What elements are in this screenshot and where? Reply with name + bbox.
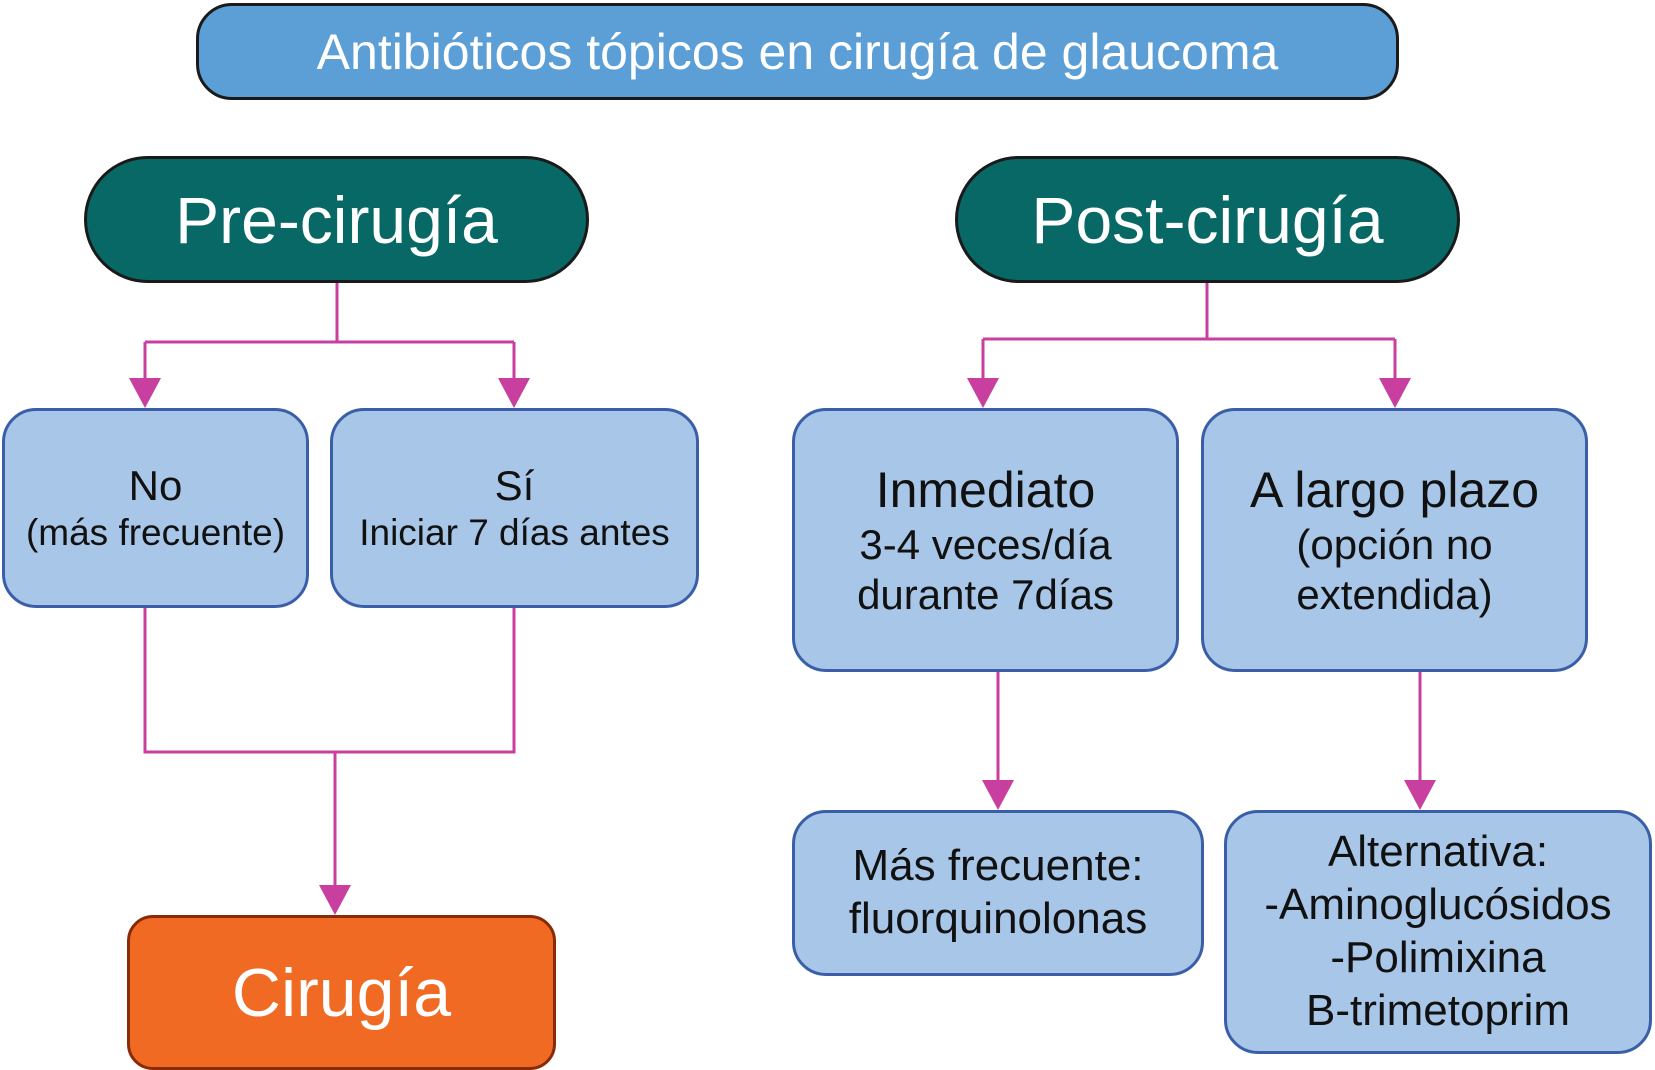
surgery-node: Cirugía [127, 915, 556, 1070]
node-largo-plazo: A largo plazo (opción no extendida) [1201, 408, 1588, 672]
node-fluorquinolonas-detail: fluorquinolonas [848, 894, 1148, 943]
node-alternativa-item-2: -Polimixina [1330, 933, 1546, 982]
node-no: No (más frecuente) [2, 408, 309, 608]
node-alternativa-item-3: B-trimetoprim [1305, 985, 1571, 1035]
diagram-title-text: Antibióticos tópicos en cirugía de glauc… [316, 23, 1279, 80]
surgery-node-text: Cirugía [231, 954, 452, 1031]
arrowhead-to-surgery [319, 885, 351, 915]
arrowhead-to-inmediato [967, 378, 999, 408]
node-alternativa-title: Alternativa: [1327, 827, 1549, 877]
post-surgery-header: Post-cirugía [955, 156, 1460, 283]
diagram-title: Antibióticos tópicos en cirugía de glauc… [196, 3, 1399, 100]
arrowhead-to-fluorquinolonas [982, 780, 1014, 810]
node-alternativa-item-1: -Aminoglucósidos [1264, 880, 1612, 930]
node-no-detail: (más frecuente) [25, 512, 286, 553]
node-si: Sí Iniciar 7 días antes [330, 408, 699, 608]
arrowhead-to-largo-plazo [1379, 378, 1411, 408]
node-alternativa: Alternativa: -Aminoglucósidos -Polimixin… [1224, 810, 1652, 1054]
node-inmediato: Inmediato 3-4 veces/día durante 7días [792, 408, 1179, 672]
node-si-detail: Iniciar 7 días antes [359, 512, 670, 553]
node-fluorquinolonas: Más frecuente: fluorquinolonas [792, 810, 1204, 976]
pre-surgery-header: Pre-cirugía [84, 156, 589, 283]
node-inmediato-duration: durante 7días [857, 571, 1114, 618]
node-largo-plazo-note-2: extendida) [1296, 571, 1493, 618]
arrowhead-to-no [129, 378, 161, 408]
node-largo-plazo-note-1: (opción no [1296, 520, 1493, 568]
node-inmediato-frequency: 3-4 veces/día [859, 520, 1112, 568]
post-surgery-header-text: Post-cirugía [1031, 182, 1384, 257]
connector-pre-merge [143, 608, 516, 888]
pre-surgery-header-text: Pre-cirugía [175, 182, 498, 257]
arrowhead-to-si [498, 378, 530, 408]
node-largo-plazo-title: A largo plazo [1249, 461, 1540, 518]
node-fluorquinolonas-title: Más frecuente: [852, 841, 1144, 891]
node-inmediato-title: Inmediato [875, 461, 1096, 518]
connector-pre-fork [143, 283, 516, 380]
node-si-title: Sí [494, 461, 535, 509]
connector-post-fork [981, 283, 1397, 380]
arrowhead-to-alternativa [1404, 780, 1436, 810]
node-no-title: No [128, 461, 183, 509]
